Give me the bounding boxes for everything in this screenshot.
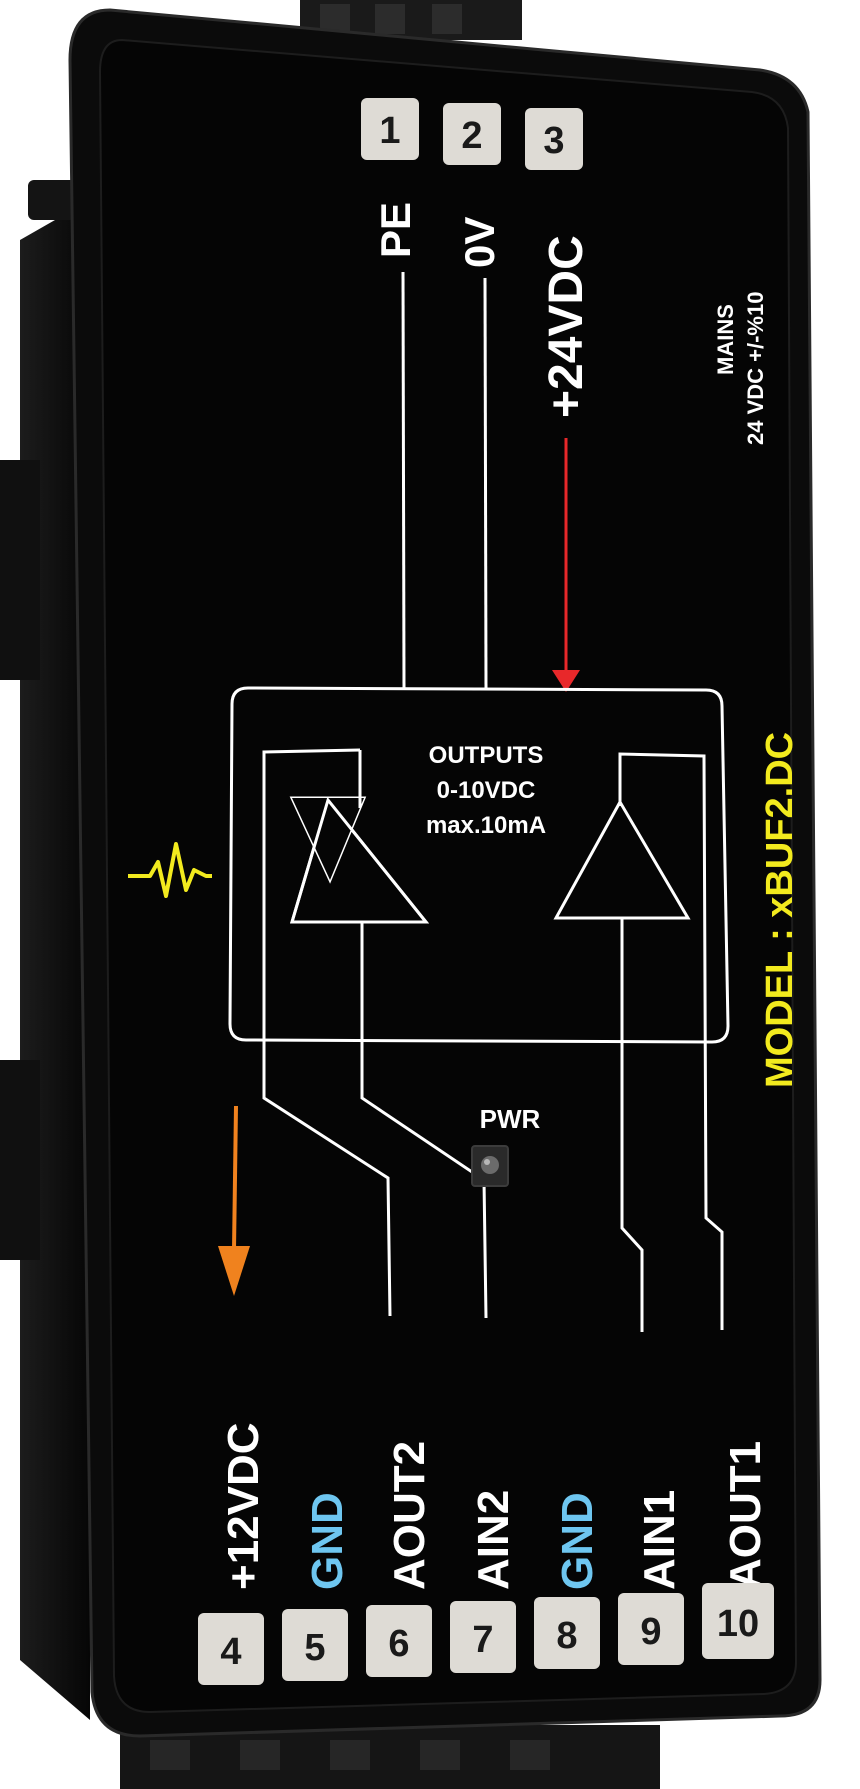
terminal-1-number: 1: [379, 110, 400, 152]
terminal-5: 5: [282, 1609, 348, 1681]
terminal-10: 10: [702, 1583, 774, 1659]
terminal-3-number: 3: [543, 120, 564, 162]
terminal-5-number: 5: [304, 1627, 325, 1669]
bottom-connector-block: [120, 1725, 660, 1789]
pwr-led-icon: [471, 1145, 509, 1187]
amplifier-1: [553, 752, 724, 1332]
label-12vdc: +12VDC: [219, 1422, 268, 1590]
terminal-2: 2: [443, 103, 501, 165]
terminal-7: 7: [450, 1601, 516, 1673]
label-0v: 0V: [456, 217, 503, 268]
model-label: MODEL : xBUF2.DC: [759, 732, 801, 1088]
terminal-9-number: 9: [640, 1611, 661, 1653]
top-terminal-numbers: 1 2 3: [361, 98, 583, 170]
terminal-8: 8: [534, 1597, 600, 1669]
supply-wires: [401, 271, 580, 692]
terminal-6-number: 6: [388, 1623, 409, 1665]
pwr-label: PWR: [480, 1104, 541, 1134]
terminal-2-number: 2: [461, 115, 482, 157]
terminal-1: 1: [361, 98, 419, 160]
front-panel: [98, 38, 798, 1714]
terminal-4-number: 4: [220, 1631, 241, 1673]
bottom-terminal-numbers: 4 5 6 7 8 9 10: [198, 1583, 774, 1685]
terminal-8-number: 8: [556, 1615, 577, 1657]
terminal-10-number: 10: [717, 1603, 759, 1645]
label-24vdc: +24VDC: [540, 235, 593, 418]
label-ain2: AIN2: [469, 1490, 518, 1590]
label-aout2: AOUT2: [385, 1441, 434, 1590]
housing-side: [0, 180, 98, 1720]
terminal-6: 6: [366, 1605, 432, 1677]
label-pe: PE: [372, 202, 419, 258]
outputs-title: OUTPUTS: [429, 742, 544, 769]
arrow-12v-icon: [218, 1105, 250, 1296]
label-ain1: AIN1: [635, 1490, 684, 1590]
terminal-7-number: 7: [472, 1619, 493, 1661]
outputs-range: 0-10VDC: [437, 777, 536, 804]
outputs-current: max.10mA: [426, 812, 546, 839]
label-gnd-5: GND: [303, 1492, 352, 1590]
label-aout1: AOUT1: [721, 1441, 770, 1590]
terminal-4: 4: [198, 1613, 264, 1685]
terminal-9: 9: [618, 1593, 684, 1665]
signal-pulse-icon: [128, 842, 212, 898]
circuit-outline: [228, 686, 730, 1044]
terminal-3: 3: [525, 108, 583, 170]
label-gnd-8: GND: [553, 1492, 602, 1590]
arrow-24v-icon: [552, 670, 580, 692]
mains-title: MAINS: [713, 304, 738, 375]
mains-voltage: 24 VDC +/-%10: [743, 292, 768, 445]
bottom-labels: +12VDC GND AOUT2 AIN2 GND AIN1 AOUT1: [219, 1422, 770, 1590]
